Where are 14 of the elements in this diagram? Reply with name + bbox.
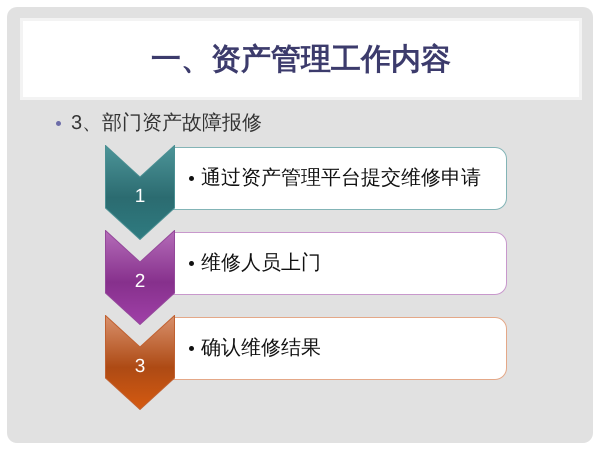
step-number: 1 — [134, 185, 146, 209]
step-marker — [105, 230, 175, 325]
step-box — [172, 147, 507, 210]
step-box — [172, 317, 507, 380]
step-text: 维修人员上门 — [201, 251, 321, 276]
step-marker — [105, 145, 175, 240]
step-number: 3 — [134, 355, 146, 379]
step-number: 2 — [134, 270, 146, 294]
slide-title: 一、资产管理工作内容 — [151, 42, 451, 78]
section-heading: 3、部门资产故障报修 — [71, 111, 262, 136]
step-box — [172, 232, 507, 295]
step-text: 确认维修结果 — [201, 336, 321, 361]
step-text: 通过资产管理平台提交维修申请 — [201, 166, 481, 191]
step-marker — [105, 315, 175, 410]
